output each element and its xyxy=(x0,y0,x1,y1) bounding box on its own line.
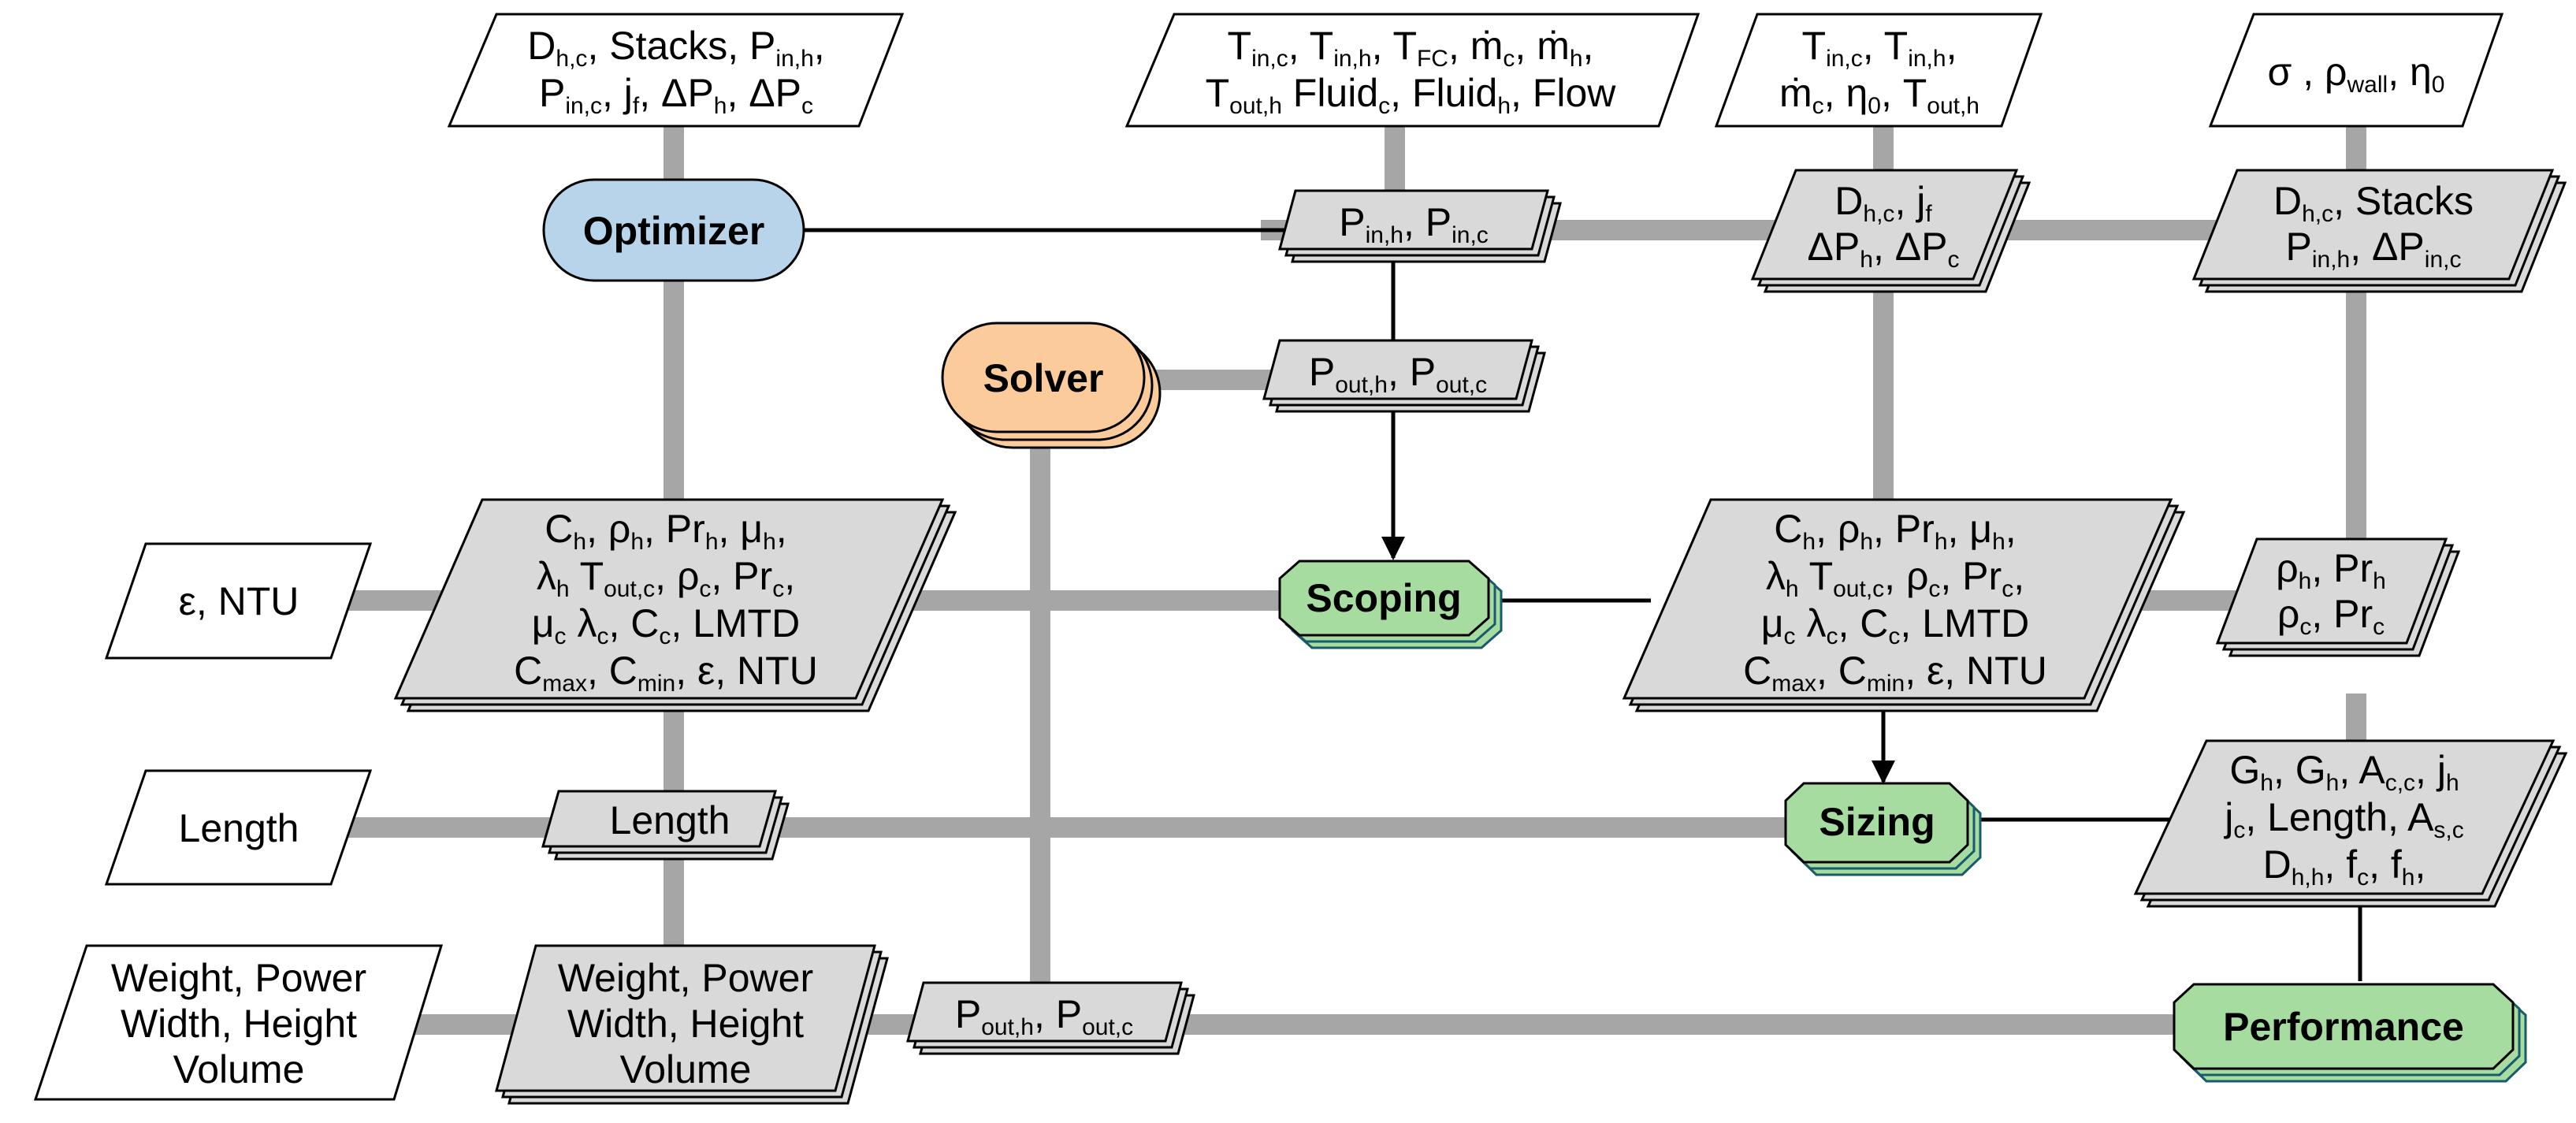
input-top4: σ , ρwall​, η0​ xyxy=(2208,13,2504,128)
coupling-rho-right: ρh​, Prh​ρc​, Prc​ xyxy=(2215,537,2461,657)
coupling-props-mid-text: Ch​, ρh​, Prh​, μh​,λh​ Tout,c​, ρc​, Pr… xyxy=(1743,507,2047,697)
coupling-pout-top: Pout,h​, Pout,c​ xyxy=(1262,339,1546,413)
coupling-pout-top-text: Pout,h​, Pout,c​ xyxy=(1309,350,1487,398)
coupling-length-mid-text: Length xyxy=(610,798,730,842)
coupling-g-right-text: Gh​, Gh​, Ac,c​, jh​jc​, Length, As,c​Dh… xyxy=(2223,748,2464,891)
input-left-length: Length xyxy=(104,769,373,886)
process-flow-lines xyxy=(800,228,2362,981)
coupling-dh-mid: Dh,c​, jf​ΔPh​, ΔPc​ xyxy=(1750,169,2031,293)
input-left-eps: ε, NTU xyxy=(104,542,373,660)
input-left-eps-text: ε, NTU xyxy=(179,579,299,623)
coupling-props-left: Ch​, ρh​, Prh​, μh​,λh​ Tout,c​, ρc​, Pr… xyxy=(393,498,957,712)
coupling-g-right: Gh​, Gh​, Ac,c​, jh​jc​, Length, As,c​Dh… xyxy=(2133,739,2568,908)
node-scoping-label: Scoping xyxy=(1306,576,1461,620)
node-scoping: Scoping xyxy=(1278,560,1503,649)
input-top2: Tin,c​, Tin,h​, TFC​, ṁc​, ṁh​,Tout,h​ F… xyxy=(1124,13,1701,128)
input-top3-text: Tin,c​, Tin,h​,ṁc​, η0​, Tout,h​ xyxy=(1779,24,1979,119)
coupling-pin: Pin,h​, Pin,c​ xyxy=(1278,189,1562,263)
input-top1-text: Dh,c​, Stacks, Pin,h​,Pin,c​, jf​, ΔPh​,… xyxy=(527,24,824,119)
input-left-length-text: Length xyxy=(179,806,299,850)
node-sizing-label: Sizing xyxy=(1819,800,1935,844)
input-top3: Tin,c​, Tin,h​,ṁc​, η0​, Tout,h​ xyxy=(1714,13,2043,128)
coupling-pout-bottom-text: Pout,h​, Pout,c​ xyxy=(955,992,1133,1040)
node-solver: Solver xyxy=(941,322,1162,449)
input-top1: Dh,c​, Stacks, Pin,h​,Pin,c​, jf​, ΔPh​,… xyxy=(447,13,905,128)
node-performance: Performance xyxy=(2173,983,2527,1083)
node-solver-label: Solver xyxy=(983,356,1104,400)
input-top4-text: σ , ρwall​, η0​ xyxy=(2268,50,2445,98)
coupling-rho-right-text: ρh​, Prh​ρc​, Prc​ xyxy=(2276,546,2386,640)
coupling-length-mid: Length xyxy=(541,790,790,861)
input-top2-text: Tin,c​, Tin,h​, TFC​, ṁc​, ṁh​,Tout,h​ F… xyxy=(1206,24,1617,119)
coupling-dh-mid-text: Dh,c​, jf​ΔPh​, ΔPc​ xyxy=(1808,179,1960,273)
coupling-props-left-text: Ch​, ρh​, Prh​, μh​,λh​ Tout,c​, ρc​, Pr… xyxy=(514,507,818,697)
coupling-pin-text: Pin,h​, Pin,c​ xyxy=(1339,200,1489,248)
coupling-props-mid: Ch​, ρh​, Prh​, μh​,λh​ Tout,c​, ρc​, Pr… xyxy=(1622,498,2186,712)
node-optimizer-label: Optimizer xyxy=(583,209,765,253)
node-optimizer: Optimizer xyxy=(542,178,805,282)
coupling-pout-bottom: Pout,h​, Pout,c​ xyxy=(906,981,1195,1055)
node-performance-label: Performance xyxy=(2223,1005,2464,1049)
node-sizing: Sizing xyxy=(1784,782,1982,876)
